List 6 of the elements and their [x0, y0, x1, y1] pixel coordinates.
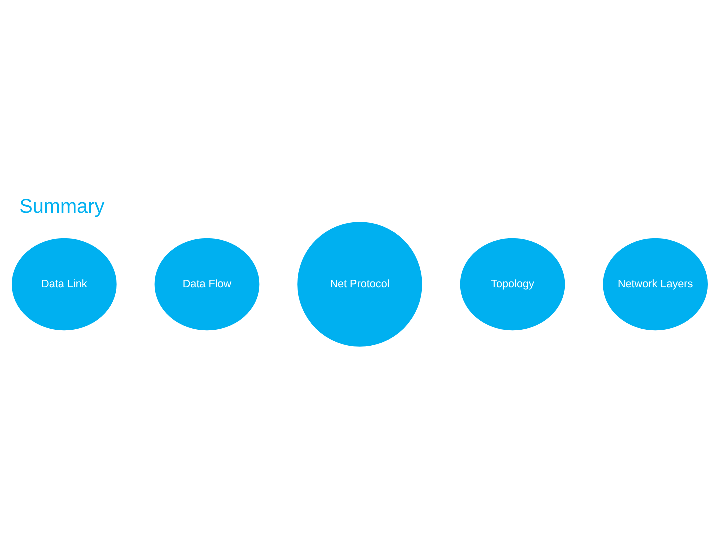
node-ellipse: Topology	[460, 238, 566, 331]
diagram-title: Summary	[20, 196, 105, 218]
node-circle: Net Protocol	[298, 222, 422, 347]
node-ellipse: Data Flow	[154, 238, 260, 331]
node-ellipse: Network Layers	[603, 238, 708, 331]
node-ellipse: Data Link	[12, 238, 117, 331]
